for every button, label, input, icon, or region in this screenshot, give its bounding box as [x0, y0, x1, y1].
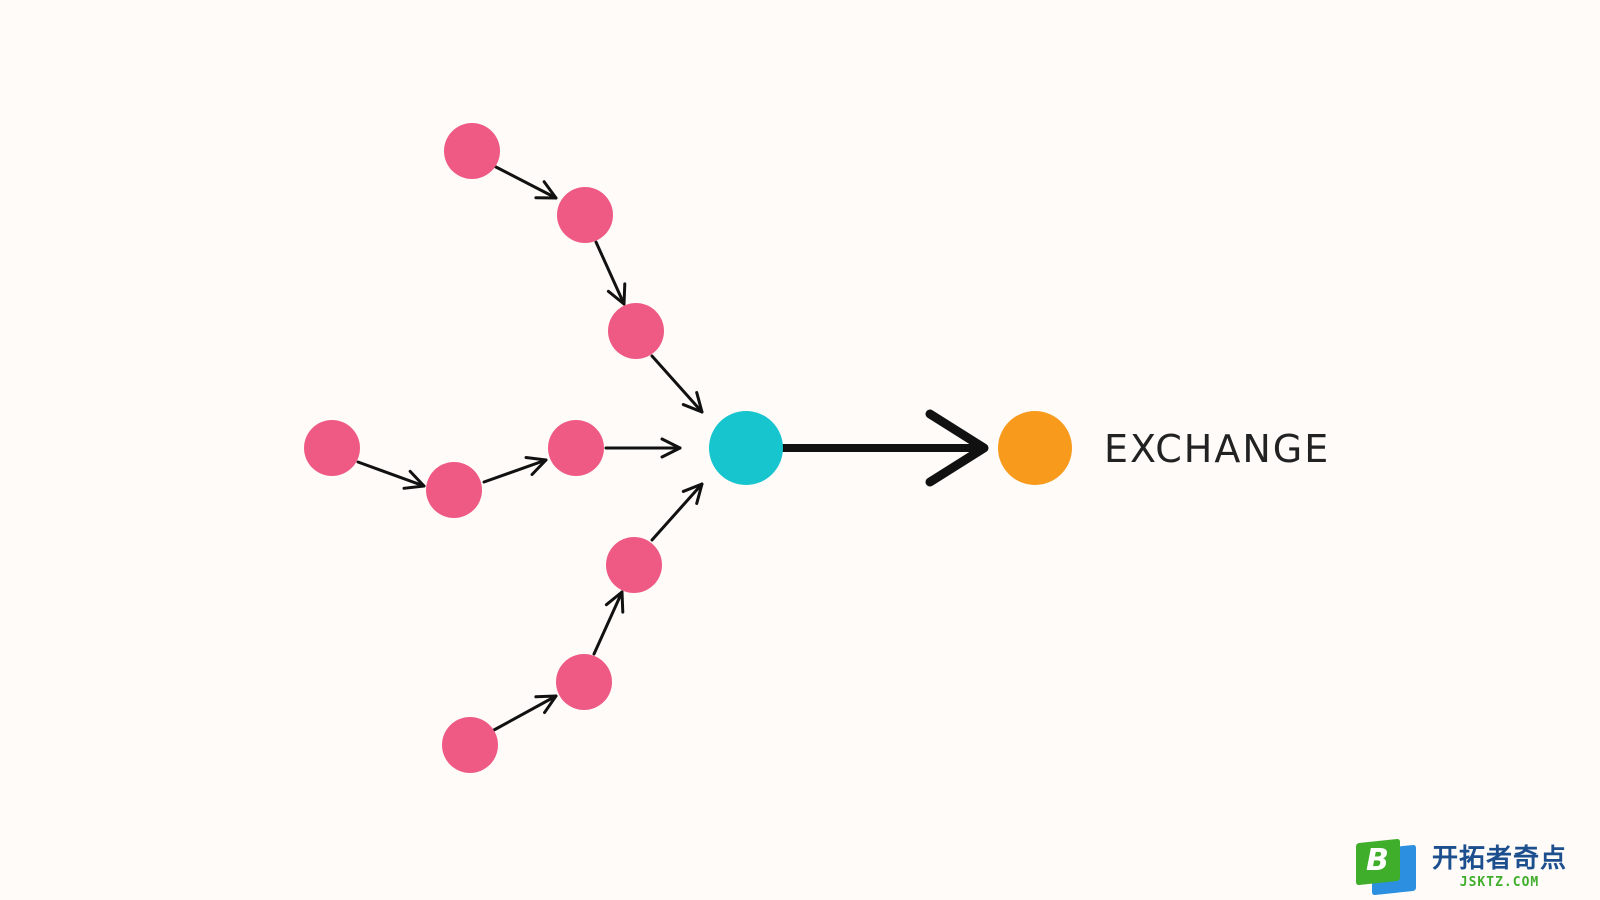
logo-letter: B [1366, 843, 1389, 878]
hub-node [709, 411, 783, 485]
logo-text: 开拓者奇点 JSKTZ.COM [1432, 846, 1567, 889]
arrow-bot-2 [592, 590, 625, 656]
arrow-top-2 [594, 240, 627, 306]
arrow-bot-3 [650, 482, 704, 542]
exchange-label: EXCHANGE [1104, 427, 1330, 471]
source-node-mid-3 [548, 420, 604, 476]
source-node-top-2 [557, 187, 613, 243]
exchange-node [998, 411, 1072, 485]
source-node-top-3 [608, 303, 664, 359]
source-node-mid-1 [304, 420, 360, 476]
logo-title: 开拓者奇点 [1432, 843, 1568, 874]
arrow-mid-2 [482, 456, 548, 484]
watermark-logo: B 开拓者奇点 JSKTZ.COM [1354, 838, 1594, 896]
arrow-top-3 [650, 354, 704, 414]
main-arrow-head [925, 409, 989, 487]
arrow-bot-1 [492, 694, 558, 732]
source-node-top-1 [444, 123, 500, 179]
source-node-bot-1 [606, 537, 662, 593]
logo-subtitle: JSKTZ.COM [1459, 874, 1540, 890]
arrow-top-1 [492, 164, 558, 200]
source-node-bot-2 [556, 654, 612, 710]
source-node-mid-2 [426, 462, 482, 518]
arrow-mid-1 [356, 460, 426, 490]
b-logo-icon: B [1354, 838, 1420, 896]
source-node-bot-3 [442, 717, 498, 773]
